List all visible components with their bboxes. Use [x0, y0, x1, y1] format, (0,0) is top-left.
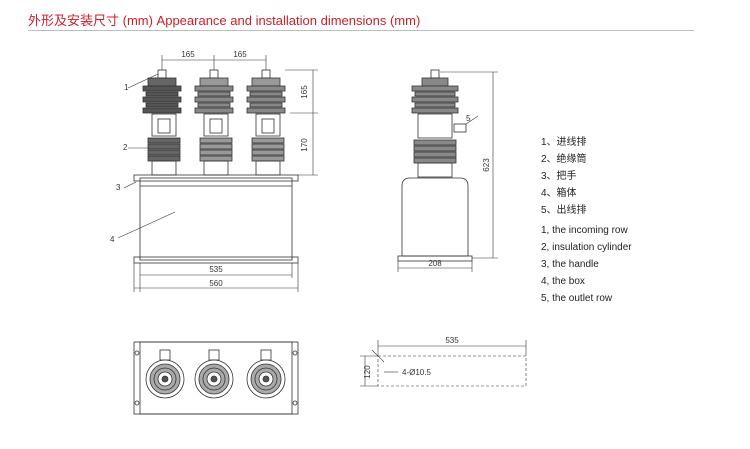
title-divider [28, 30, 694, 31]
side-box-body [401, 177, 469, 257]
legend-en-5: 5, the outlet row [541, 293, 613, 304]
plan-view [133, 341, 299, 415]
dim-120-mounting: 120 [363, 365, 372, 379]
dim-170-vertical: 170 [300, 138, 309, 152]
legend-cn-1: 1、进线排 [541, 137, 587, 148]
plan-bushing-right [246, 349, 286, 399]
box-body [139, 177, 293, 261]
pole-right [246, 69, 286, 176]
box-base-flange [133, 256, 299, 264]
pole-left [142, 69, 182, 176]
legend-cn-2: 2、绝缘筒 [541, 154, 587, 165]
front-callout-leaders [117, 73, 176, 239]
hole-spec: 4-Ø10.5 [402, 368, 431, 377]
side-base-flange [397, 255, 473, 262]
front-bottom-dimensions [133, 263, 299, 292]
callout-4: 4 [110, 235, 115, 244]
callout-1: 1 [124, 83, 129, 92]
dim-623-height: 623 [482, 158, 491, 172]
plan-bushing-middle [194, 349, 234, 399]
mounting-view [360, 340, 527, 387]
dim-208-width: 208 [428, 259, 442, 268]
legend-chinese: 1、进线排 2、绝缘筒 3、把手 4、箱体 5、出线排 [541, 134, 587, 219]
dim-535-mounting: 535 [445, 336, 459, 345]
side-view [397, 69, 498, 272]
legend-english: 1, the incoming row 2, insulation cylind… [541, 222, 632, 307]
dim-165-left: 165 [181, 50, 195, 59]
callout-5: 5 [466, 114, 471, 123]
legend-en-3: 3, the handle [541, 259, 599, 270]
callout-2: 2 [123, 143, 128, 152]
pole-middle [194, 69, 234, 176]
plan-bushing-left [145, 349, 185, 399]
legend-cn-4: 4、箱体 [541, 188, 577, 199]
legend-en-1: 1, the incoming row [541, 225, 628, 236]
page-title: 外形及安装尺寸 (mm) Appearance and installation… [28, 13, 421, 28]
legend-en-4: 4, the box [541, 276, 585, 287]
front-view [117, 55, 318, 292]
dim-165-right: 165 [233, 50, 247, 59]
mounting-outline [377, 355, 527, 387]
callout-3: 3 [116, 183, 121, 192]
front-right-dimensions [285, 69, 318, 176]
dim-560-base: 560 [209, 279, 223, 288]
legend-en-2: 2, insulation cylinder [541, 242, 632, 253]
legend-cn-5: 5、出线排 [541, 205, 587, 216]
dim-165-vertical: 165 [300, 85, 309, 99]
dim-535-base: 535 [209, 265, 223, 274]
front-top-dimensions [161, 55, 267, 70]
legend-cn-3: 3、把手 [541, 171, 577, 182]
